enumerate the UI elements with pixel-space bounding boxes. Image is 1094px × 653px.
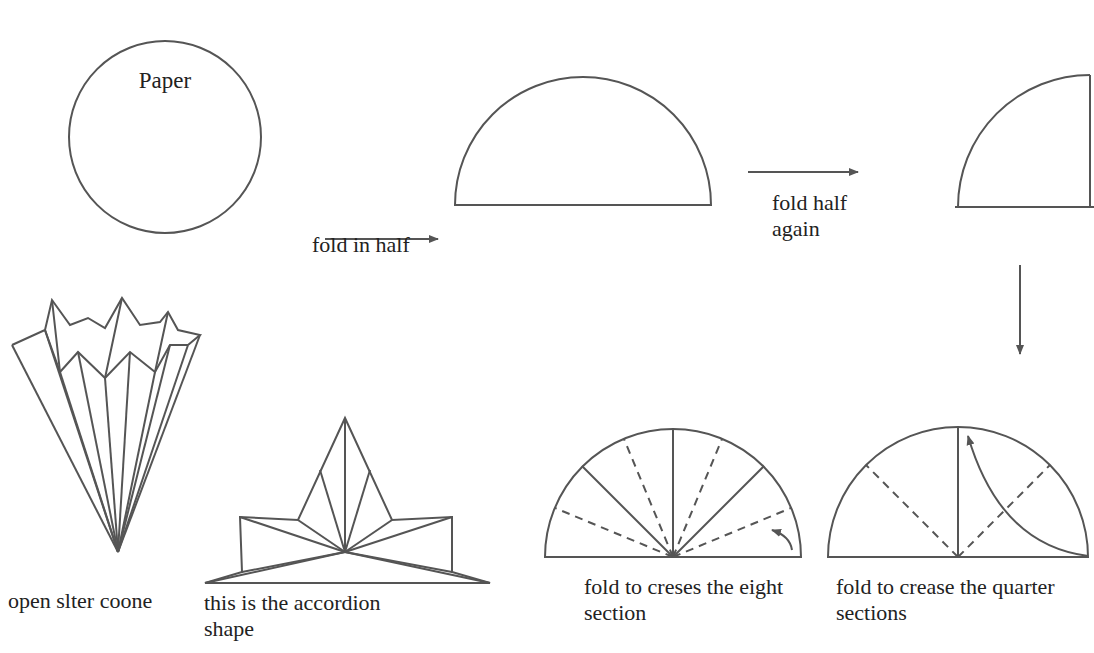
paper-circle: Paper (68, 40, 262, 234)
crease-dashed (958, 465, 1050, 557)
step-caption: fold half again (772, 190, 882, 242)
step-caption: open slter coone (8, 588, 158, 614)
crease-dashed (624, 439, 673, 557)
step-arrow (1019, 265, 1021, 354)
crease-dashed (866, 465, 958, 557)
step-caption: fold to creses the eight section (584, 574, 814, 626)
quarter-edge (955, 206, 1094, 208)
step-arrow (748, 171, 858, 173)
cone-shape (12, 298, 200, 552)
quarter-sections-semicircle (828, 427, 1088, 557)
step-caption: this is the accordion shape (204, 590, 434, 642)
fold-arrow (772, 530, 792, 550)
step-caption: fold to crease the quarter sections (836, 574, 1086, 626)
crease-dashed (673, 508, 791, 557)
crease-line (957, 427, 959, 557)
crease-line (673, 466, 764, 557)
accordion-shape (205, 418, 490, 583)
crease-line (582, 466, 673, 557)
half-circle (455, 77, 711, 205)
quarter-edge (1089, 75, 1091, 207)
node-text: Paper (68, 68, 262, 94)
crease-line (672, 429, 674, 557)
fold-arrow (968, 436, 1088, 556)
step-caption: fold in half (312, 232, 462, 258)
quarter-circle (958, 75, 1090, 207)
eight-sections-semicircle (545, 429, 801, 557)
